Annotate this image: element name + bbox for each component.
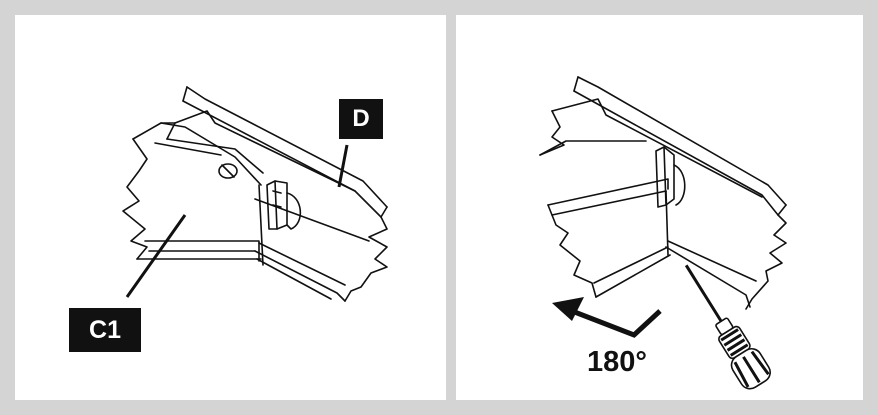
step-panel-right: 180° <box>456 15 863 400</box>
rotation-angle-label: 180° <box>587 346 647 378</box>
callout-label-c1: C1 <box>69 308 141 352</box>
callout-label-d: D <box>339 99 383 139</box>
c1-top <box>132 122 176 140</box>
rail-break-right <box>745 214 787 310</box>
rail-d-top-edge <box>186 86 388 208</box>
right-illustration <box>539 76 787 390</box>
callout-leader-c1 <box>125 214 187 298</box>
screwdriver-icon <box>684 264 771 390</box>
bolt-head <box>218 163 238 179</box>
step-panel-left: D C1 <box>15 15 446 400</box>
clip-bracket <box>655 146 667 208</box>
c1-break-left <box>122 138 148 260</box>
callout-leader-d <box>337 144 349 188</box>
rotate-arrow-icon <box>552 297 662 338</box>
rail-d-break-right <box>344 216 388 302</box>
rail-top-edge <box>577 76 787 206</box>
member-break-left <box>547 204 597 298</box>
left-illustration <box>122 86 388 302</box>
rail-break-left <box>539 110 565 156</box>
